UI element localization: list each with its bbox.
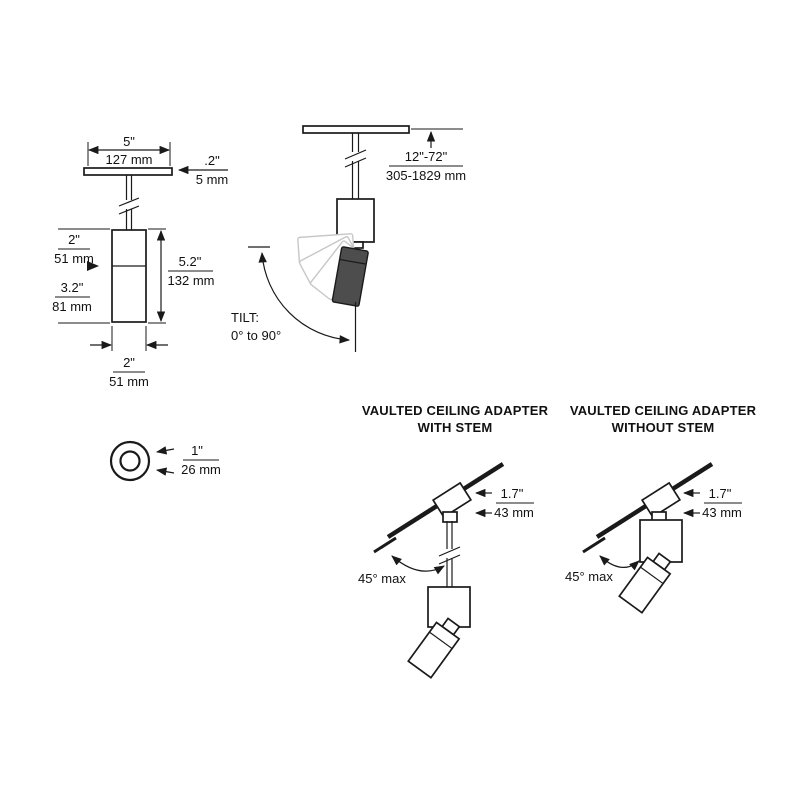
inner-circle	[119, 450, 141, 472]
stem	[118, 175, 140, 230]
max-angle-label: 45° max	[358, 571, 406, 586]
body-width-inches: 2"	[123, 355, 135, 370]
tilt-arc	[258, 251, 351, 344]
body-height-inches: 5.2"	[179, 254, 202, 269]
canopy-width-inches: 5"	[123, 134, 135, 149]
tilt-range: 0° to 90°	[231, 328, 281, 343]
upper-body-dimension: 2" 51 mm	[54, 228, 110, 271]
side-view: 12"-72" 305-1829 mm TILT: 0° to 90°	[231, 125, 466, 352]
figure-title-line1: VAULTED CEILING ADAPTER	[362, 403, 549, 418]
leader-line	[155, 467, 175, 476]
lower-body-mm: 81 mm	[52, 299, 92, 314]
divider-arrow	[87, 261, 99, 271]
adapter-box	[431, 481, 473, 519]
adapter-size-dimension: 1.7" 43 mm	[474, 486, 534, 520]
leader-line	[155, 446, 175, 455]
upper-body-mm: 51 mm	[54, 251, 94, 266]
vaulted-adapter	[431, 481, 473, 519]
head-cap-line	[429, 631, 453, 650]
canopy-width-mm: 127 mm	[106, 152, 153, 167]
figure-title-line2: WITH STEM	[418, 420, 493, 435]
break-mark	[118, 205, 140, 215]
stem-length-inches: 12"-72"	[405, 149, 448, 164]
figure-title-line1: VAULTED CEILING ADAPTER	[570, 403, 757, 418]
max-angle-label: 45° max	[565, 569, 613, 584]
head-cap-line	[640, 566, 664, 585]
vaulted-with-stem: VAULTED CEILING ADAPTER WITH STEM 1.7" 4…	[358, 403, 549, 679]
vaulted-adapter	[640, 481, 682, 519]
canopy-plate	[302, 125, 410, 134]
max-angle-arc	[391, 555, 445, 575]
stem-length-dimension: 12"-72" 305-1829 mm	[386, 128, 466, 183]
break-mark	[344, 157, 367, 168]
adapter-size-inches: 1.7"	[709, 486, 732, 501]
break-mark	[438, 546, 461, 557]
body-width-mm: 51 mm	[109, 374, 149, 389]
lower-body-inches: 3.2"	[61, 280, 84, 295]
body-height-dimension: 5.2" 132 mm	[148, 228, 215, 324]
break-mark	[118, 197, 140, 207]
canopy-thickness-mm: 5 mm	[196, 172, 229, 187]
spot-head	[618, 556, 672, 614]
canopy-thickness-inches: .2"	[204, 153, 220, 168]
diameter-dimension: 1" 26 mm	[155, 443, 221, 477]
figure-title-line2: WITHOUT STEM	[612, 420, 715, 435]
canopy-width-dimension: 5" 127 mm	[87, 134, 171, 167]
vaulted-without-stem: VAULTED CEILING ADAPTER WITHOUT STEM 1.7…	[565, 403, 757, 614]
break-mark	[344, 149, 367, 160]
tilted-head	[407, 617, 461, 679]
upper-body-inches: 2"	[68, 232, 80, 247]
stem-length-mm: 305-1829 mm	[386, 168, 466, 183]
diameter-inches: 1"	[191, 443, 203, 458]
diameter-mm: 26 mm	[181, 462, 221, 477]
body-width-dimension: 2" 51 mm	[90, 326, 168, 389]
fixture-body	[111, 229, 147, 323]
stem	[344, 133, 367, 199]
adapter-size-mm: 43 mm	[494, 505, 534, 520]
max-angle-arc	[599, 555, 640, 571]
stem	[438, 521, 461, 587]
adapter-size-dimension: 1.7" 43 mm	[682, 486, 742, 520]
adapter-knuckle	[442, 511, 458, 523]
outer-circle	[109, 440, 151, 482]
tilted-head	[618, 552, 672, 614]
adapter-size-inches: 1.7"	[501, 486, 524, 501]
tilt-label: TILT:	[231, 310, 259, 325]
canopy-thickness-dimension: .2" 5 mm	[177, 153, 229, 187]
canopy-plate	[83, 167, 173, 176]
lower-body-dimension: 3.2" 81 mm	[52, 280, 110, 324]
body-height-mm: 132 mm	[168, 273, 215, 288]
spot-head	[407, 621, 461, 679]
canopy-top-view: 1" 26 mm	[109, 440, 221, 482]
break-mark	[438, 554, 461, 565]
angle-reference-line	[373, 536, 397, 554]
adapter-box	[640, 481, 682, 519]
angle-reference-line	[582, 536, 606, 554]
front-view: 5" 127 mm .2" 5 mm 2" 51 mm	[52, 134, 228, 389]
adapter-size-mm: 43 mm	[702, 505, 742, 520]
